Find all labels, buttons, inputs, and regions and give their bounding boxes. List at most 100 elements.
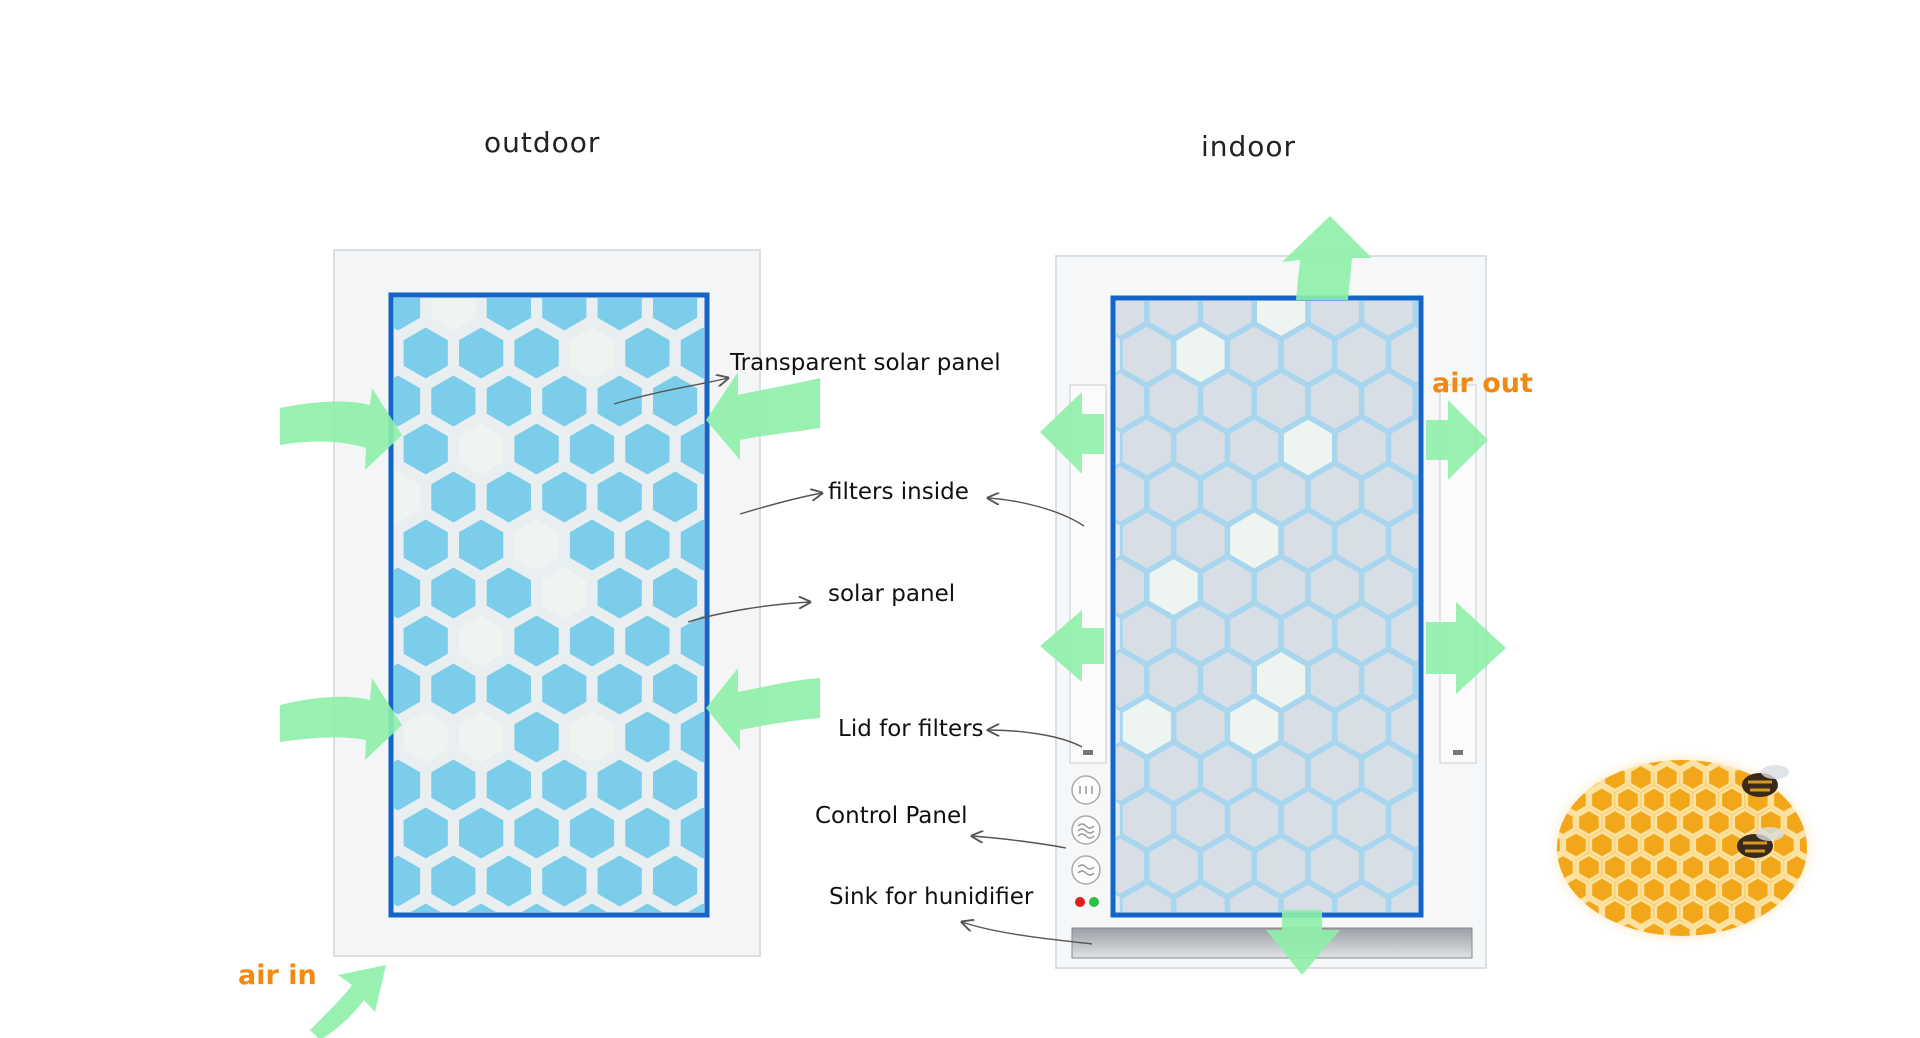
hex-cell [1116, 834, 1147, 898]
hex-cell [1173, 323, 1228, 386]
hex-cell [480, 656, 537, 722]
hex-cell [508, 512, 565, 578]
air-out-arrow [1282, 216, 1372, 300]
hex-cell [1280, 323, 1335, 386]
hex-cell [1334, 416, 1389, 479]
hex-cell [1415, 755, 1418, 791]
hex-cell [1254, 369, 1309, 433]
hex-cell [394, 298, 427, 338]
honeycomb-cell [1615, 785, 1641, 815]
hex-cell [1280, 602, 1335, 665]
hex-cell [508, 416, 565, 482]
sink-for-humidifier-label: Sink for hunidifier [829, 884, 1034, 910]
hex-cell [1200, 369, 1255, 433]
honeycomb-cell [1758, 852, 1784, 883]
hex-cell [1254, 462, 1309, 526]
air-out-arrow [1426, 602, 1506, 694]
hex-cell [1119, 695, 1174, 758]
hex-cell [1116, 301, 1147, 340]
honeycomb-cell [1654, 852, 1680, 883]
hex-cell [1173, 695, 1228, 758]
honeycomb-cell [1557, 920, 1563, 936]
hex-cell [1200, 834, 1255, 898]
hex-cell [394, 464, 427, 530]
hex-cell [565, 896, 619, 912]
left-lid-handle[interactable] [1083, 750, 1093, 755]
hex-cell [647, 848, 704, 912]
honeycomb-cell [1557, 830, 1563, 860]
outdoor-heading: outdoor [484, 126, 601, 159]
hex-cell [454, 896, 508, 912]
bee-icon [1742, 765, 1789, 797]
hex-cell [1146, 834, 1201, 898]
hex-cell [536, 560, 593, 626]
hex-cell [480, 752, 537, 818]
hex-cell [508, 608, 565, 674]
water-drops-icon[interactable] [1071, 775, 1101, 805]
honeycomb-cell [1667, 785, 1693, 815]
control-panel [1071, 775, 1101, 907]
hex-cell [1388, 323, 1418, 386]
hex-cell [536, 848, 593, 912]
hex-cell [591, 752, 648, 818]
hex-cell [397, 704, 454, 770]
hex-cell [1254, 741, 1309, 805]
air-out-arrow [1266, 910, 1340, 975]
hex-cell [1361, 555, 1416, 619]
honeycomb-cell [1771, 920, 1797, 936]
honeycomb-cell [1693, 830, 1719, 860]
honeycomb-cell [1576, 852, 1602, 883]
hex-cell [397, 800, 454, 866]
filters-inside-right-pointer [988, 498, 1085, 527]
hex-cell [1334, 509, 1389, 572]
hex-cell [1119, 323, 1174, 386]
hex-cell [1173, 788, 1228, 851]
hex-cell [397, 416, 454, 482]
hex-cell [676, 896, 704, 912]
hex-cell [509, 896, 564, 912]
hex-cell [453, 608, 510, 674]
filters-inside-label: filters inside [828, 479, 969, 505]
hex-cell [1361, 462, 1416, 526]
hex-cell [1227, 416, 1282, 479]
honeycomb-cell [1641, 785, 1667, 815]
hex-cell [619, 320, 676, 386]
hex-cell [1361, 301, 1416, 340]
hex-cell [563, 608, 621, 674]
hex-cell [394, 560, 427, 626]
hex-cell [394, 752, 427, 818]
sink-pointer [962, 922, 1093, 945]
hex-cell [1200, 462, 1255, 526]
hex-cell [453, 800, 510, 866]
hex-cell [480, 368, 537, 434]
hex-cell [1415, 383, 1418, 419]
hex-cell [480, 298, 537, 338]
hex-cell [397, 512, 454, 578]
honeycomb-cell [1576, 807, 1602, 838]
wave-icon[interactable] [1071, 815, 1101, 845]
outdoor-hex-grid [394, 298, 704, 912]
honeycomb-cell [1797, 760, 1807, 770]
hex-cell [508, 800, 565, 866]
hex-cell [1254, 834, 1309, 898]
wave-icon[interactable] [1071, 855, 1101, 885]
hex-cell [1334, 788, 1389, 851]
right-lid-handle[interactable] [1453, 750, 1463, 755]
hex-cell [536, 464, 593, 530]
hex-cell [425, 560, 482, 626]
hex-cell [1146, 462, 1201, 526]
hex-cell [1415, 476, 1418, 512]
hex-cell [1227, 788, 1282, 851]
hex-cell [508, 320, 565, 386]
hex-cell [563, 800, 621, 866]
hex-cell [563, 704, 621, 770]
hex-cell [480, 464, 537, 530]
hex-cell [425, 656, 482, 722]
hex-cell [453, 512, 510, 578]
hex-cell [1307, 462, 1362, 526]
hex-cell [1254, 301, 1309, 340]
hex-cell [480, 848, 537, 912]
hex-cell [1227, 602, 1282, 665]
hex-cell [591, 560, 648, 626]
